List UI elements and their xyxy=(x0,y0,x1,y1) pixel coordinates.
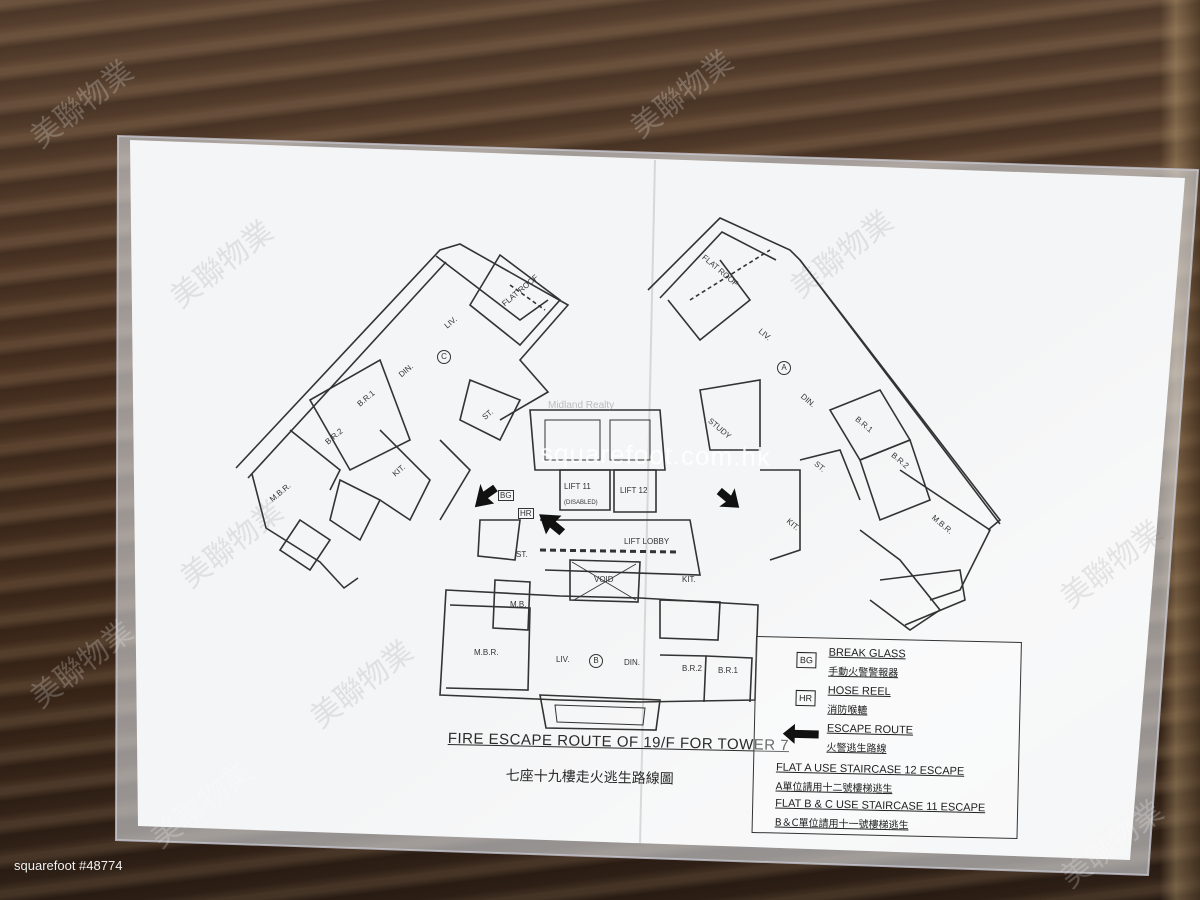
hose-reel-symbol: HR xyxy=(795,689,816,707)
watermark-site: squarefoot.com.hk xyxy=(539,437,772,473)
legend-hose-reel-en: HOSE REEL xyxy=(827,684,891,699)
photo-credit: squarefoot #48774 xyxy=(14,858,123,873)
label-din-b: DIN. xyxy=(624,658,640,667)
label-lift11: LIFT 11 xyxy=(564,482,591,491)
label-br2-b: B.R.2 xyxy=(682,664,703,673)
legend-break-glass-zh: 手動火警警報器 xyxy=(828,666,899,680)
label-mb-b: M.B. xyxy=(510,600,527,609)
label-lift11-sub: (DISABLED) xyxy=(564,500,598,506)
legend-flat-bc-zh: B＆C單位請用十一號樓梯逃生 xyxy=(774,817,909,832)
legend-box: BG BREAK GLASS 手動火警警報器 HR HOSE REEL 消防喉轆… xyxy=(751,636,1022,839)
floor-plan xyxy=(235,217,1002,731)
escape-arrows xyxy=(474,483,740,536)
label-liv-b: LIV. xyxy=(556,655,570,664)
legend-break-glass-en: BREAK GLASS xyxy=(828,646,906,661)
plan-title-zh: 七座十九樓走火逃生路線圖 xyxy=(505,767,674,788)
label-flat-a: A xyxy=(777,361,791,375)
label-void: VOID xyxy=(594,575,614,584)
label-flat-b: B xyxy=(589,654,603,668)
legend-hose-reel-zh: 消防喉轆 xyxy=(827,704,868,717)
label-flat-c: C xyxy=(437,350,451,364)
legend-escape-route-en: ESCAPE ROUTE xyxy=(826,722,914,737)
legend-flat-bc-en: FLAT B & C USE STAIRCASE 11 ESCAPE xyxy=(775,797,986,815)
label-lift12: LIFT 12 xyxy=(620,486,648,495)
escape-arrow-icon xyxy=(782,723,819,744)
legend-flat-a-zh: A單位請用十二號樓梯逃生 xyxy=(775,781,893,796)
label-lift-lobby: LIFT LOBBY xyxy=(624,537,670,546)
label-bg-marker: BG xyxy=(498,490,514,501)
legend-escape-route-zh: 火警逃生路線 xyxy=(826,742,887,755)
label-hr-marker: HR xyxy=(518,508,534,519)
label-br1-b: B.R.1 xyxy=(718,666,739,675)
label-kit-core: KIT. xyxy=(682,575,696,584)
watermark-agency: Midland Realty xyxy=(548,400,615,411)
label-st-core: ST. xyxy=(516,550,528,559)
break-glass-symbol: BG xyxy=(796,651,817,669)
label-mbr-b: M.B.R. xyxy=(474,648,499,657)
legend-flat-a-en: FLAT A USE STAIRCASE 12 ESCAPE xyxy=(775,761,965,778)
